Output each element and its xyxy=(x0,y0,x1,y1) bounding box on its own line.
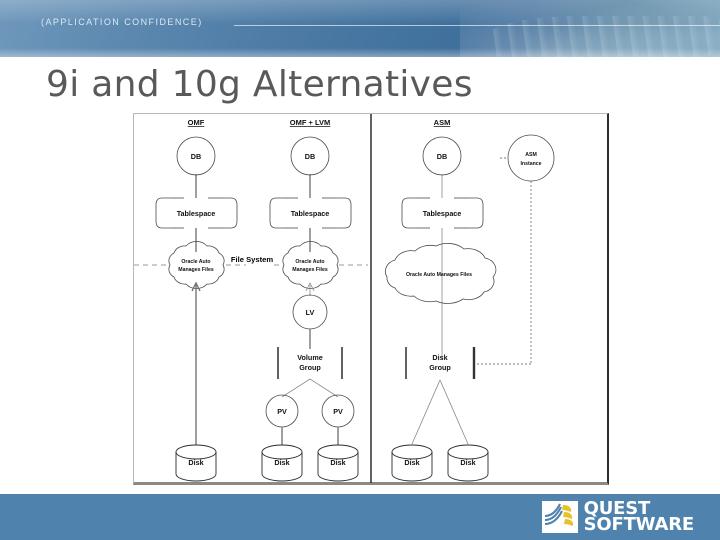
application-confidence-tagline: (APPLICATION CONFIDENCE) xyxy=(41,17,203,27)
asm-tablespace-node xyxy=(401,197,484,229)
lvm-cloud-label-line2: Manages Files xyxy=(292,267,328,273)
quest-logo-mark-icon xyxy=(541,501,578,533)
architecture-diagram: OMF OMF + LVM ASM File System DB xyxy=(133,113,609,485)
asm-disk2-node xyxy=(447,444,489,482)
header-bottom-shade xyxy=(0,48,720,57)
asm-tablespace-label: Tablespace xyxy=(423,209,462,218)
lvm-db-label: DB xyxy=(305,152,315,161)
asm-oracle-auto-manages-files-cloud xyxy=(384,243,497,304)
asm-dg-to-disk1-connector xyxy=(411,379,441,445)
asm-db-label: DB xyxy=(437,152,447,161)
omf-disk-to-cloud-arrow xyxy=(191,281,201,292)
omf-tablespace-label: Tablespace xyxy=(177,209,216,218)
quest-software-logo: QUEST SOFTWARE xyxy=(541,498,695,535)
asm-instance-label-line2: Instance xyxy=(520,161,541,167)
asm-db-node xyxy=(422,136,462,176)
lvm-tablespace-node xyxy=(269,197,352,229)
omf-db-node xyxy=(176,136,216,176)
lvm-volume-group-label-line1: Volume xyxy=(297,353,322,362)
column-header-omf: OMF xyxy=(188,118,205,127)
lvm-pv1-label: PV xyxy=(277,407,287,416)
lvm-pv2-label: PV xyxy=(333,407,343,416)
header-gloss xyxy=(0,0,720,22)
column-header-asm: ASM xyxy=(434,118,451,127)
asm-dg-to-disk2-connector xyxy=(439,379,469,445)
quest-logo-wordmark: QUEST SOFTWARE xyxy=(583,498,695,535)
asm-instance-label-line1: ASM xyxy=(525,152,537,158)
asm-disk2-label: Disk xyxy=(460,458,475,467)
page-title: 9i and 10g Alternatives xyxy=(46,64,473,105)
omf-disk-node xyxy=(175,444,217,482)
omf-disk-label: Disk xyxy=(188,458,203,467)
column-header-omf-lvm: OMF + LVM xyxy=(290,118,331,127)
lvm-volume-group-label-line2: Group xyxy=(299,363,321,372)
lvm-lv-to-cloud-arrow xyxy=(305,282,315,292)
lvm-db-node xyxy=(290,136,330,176)
header-texture-graphic xyxy=(490,16,720,57)
asm-disk1-label: Disk xyxy=(404,458,419,467)
omf-db-label: DB xyxy=(191,152,201,161)
slide-footer-band: QUEST SOFTWARE xyxy=(0,494,720,540)
asm-cloud-label: Oracle Auto Manages Files xyxy=(406,272,472,278)
omf-oracle-auto-manages-files-cloud xyxy=(168,241,225,289)
asm-instance-node xyxy=(507,134,555,182)
omf-tablespace-node xyxy=(155,197,238,229)
asm-disk1-node xyxy=(391,444,433,482)
asm-disk-group-label-line1: Disk xyxy=(432,353,447,362)
slide-header-band: (APPLICATION CONFIDENCE) xyxy=(0,0,720,57)
lvm-disk2-node xyxy=(317,444,359,482)
lvm-vg-to-pv2-connector xyxy=(309,378,339,398)
file-system-label: File System xyxy=(231,255,273,264)
lvm-disk1-label: Disk xyxy=(274,458,289,467)
lvm-vg-to-pv1-connector xyxy=(281,378,311,398)
lvm-disk1-node xyxy=(261,444,303,482)
quest-logo-line1: QUEST xyxy=(583,498,651,519)
omf-cloud-label-line1: Oracle Auto xyxy=(181,259,210,265)
lvm-oracle-auto-manages-files-cloud xyxy=(282,241,339,289)
quest-logo-line2: SOFTWARE xyxy=(583,514,695,535)
header-swirl-graphic xyxy=(460,0,720,57)
lvm-disk2-label: Disk xyxy=(330,458,345,467)
lvm-tablespace-label: Tablespace xyxy=(291,209,330,218)
omf-cloud-label-line2: Manages Files xyxy=(178,267,214,273)
asm-disk-group-node xyxy=(405,347,476,379)
asm-disk-group-label-line2: Group xyxy=(429,363,451,372)
lvm-cloud-label-line1: Oracle Auto xyxy=(295,259,324,265)
lvm-volume-group-node xyxy=(277,347,343,379)
lvm-lv-label: LV xyxy=(306,308,315,317)
header-rule xyxy=(234,25,720,26)
